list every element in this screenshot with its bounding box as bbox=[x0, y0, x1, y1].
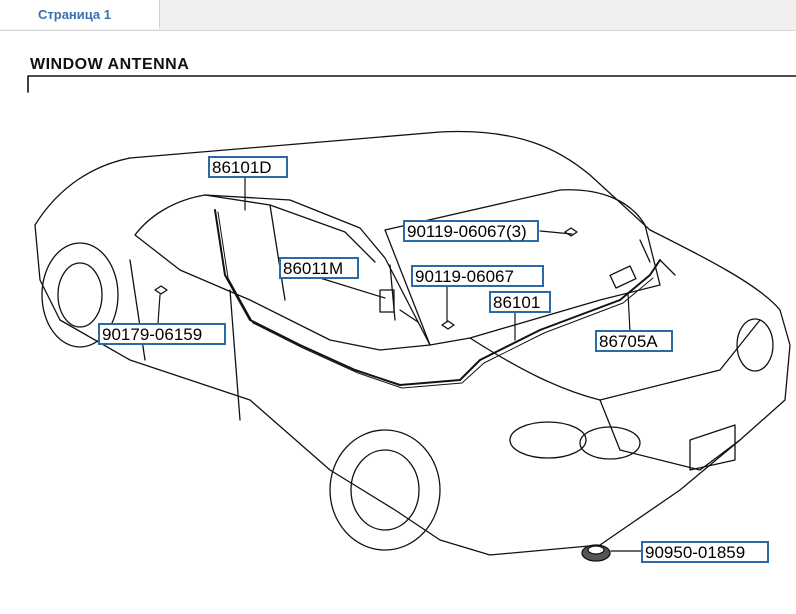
callout-86011M[interactable]: 86011M bbox=[279, 257, 359, 279]
rear-wheel bbox=[329, 429, 441, 551]
rear-window bbox=[384, 189, 661, 346]
diagram-title: WINDOW ANTENNA bbox=[30, 56, 190, 73]
callout-90950-01859[interactable]: 90950-01859 bbox=[641, 541, 769, 563]
car-body-outline bbox=[34, 130, 791, 556]
front-wheel bbox=[41, 242, 119, 348]
tab-page-1[interactable]: Страница 1 bbox=[0, 0, 160, 29]
tab-bar: Страница 1 bbox=[0, 0, 796, 31]
car-roof bbox=[134, 194, 431, 351]
callout-90119-06067[interactable]: 90119-06067 bbox=[411, 265, 544, 287]
amplifier bbox=[609, 265, 637, 289]
callout-90119-06067-3[interactable]: 90119-06067(3) bbox=[403, 220, 539, 242]
callout-86705A[interactable]: 86705A bbox=[595, 330, 673, 352]
callout-90179-06159[interactable]: 90179-06159 bbox=[98, 323, 226, 345]
callout-86101[interactable]: 86101 bbox=[489, 291, 551, 313]
antenna-cable bbox=[214, 209, 661, 386]
callout-86101D[interactable]: 86101D bbox=[208, 156, 288, 178]
